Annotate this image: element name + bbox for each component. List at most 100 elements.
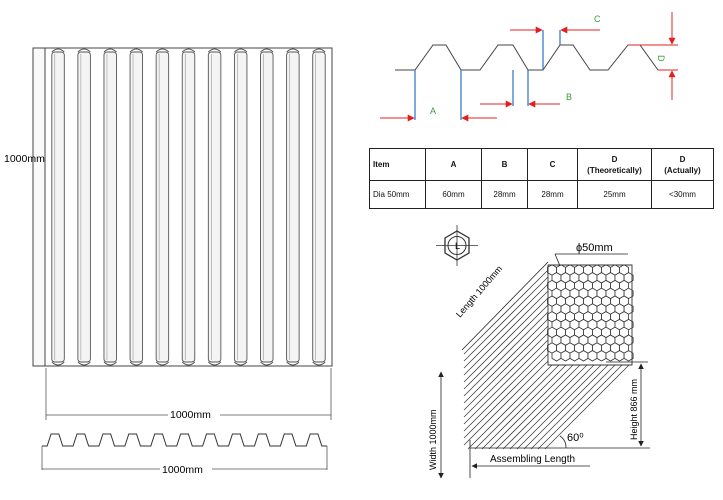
panel-rib (286, 51, 300, 363)
height-label: Height 866 mm (629, 379, 639, 440)
panel-rib-top (286, 48, 300, 53)
angle-arc (559, 435, 567, 449)
panel-rib-bottom (77, 361, 91, 366)
tube-line (530, 364, 616, 450)
spec-header-c: C (527, 148, 578, 181)
width-label: Width 1000mm (428, 409, 438, 470)
block-hex-grid (547, 264, 634, 362)
panel-rib (51, 51, 65, 363)
spec-header-a: A (425, 148, 482, 181)
tube-line (463, 353, 549, 439)
diameter-label: ϕ50mm (576, 242, 613, 254)
hex-cell (596, 350, 607, 362)
panel-rib-bottom (129, 361, 143, 366)
tube-line (463, 325, 549, 411)
spec-header-item: Item (369, 148, 426, 181)
profile-width-label: 1000mm (162, 464, 203, 476)
hex-cell (605, 350, 616, 362)
tube-line (463, 283, 549, 369)
spec-header-d-actual: D (Actually) (651, 148, 714, 181)
hex-cell (614, 350, 625, 362)
panel-rib-bottom (208, 361, 222, 366)
corrugated-panel-drawing: 1000mm 1000mm 1000mm (4, 47, 333, 476)
tube-line (463, 318, 549, 404)
tube-line (502, 364, 588, 450)
panel-rib-top (155, 48, 169, 53)
panel-rib-top (312, 48, 326, 53)
dim-d-label: D (656, 55, 666, 62)
panel-rib (103, 51, 117, 363)
hex-symbol-label: L (455, 241, 460, 251)
panel-width-label: 1000mm (170, 409, 211, 421)
panel-rib (181, 51, 196, 363)
dim-b-label: B (566, 92, 572, 102)
panel-rib-top (51, 48, 65, 53)
panel-rib-top (77, 48, 91, 53)
panel-rib (77, 51, 91, 363)
tube-line (463, 332, 549, 418)
panel-rib-top (208, 48, 222, 53)
panel-ribs (51, 48, 326, 366)
tube-line (544, 364, 630, 450)
tube-line (463, 297, 549, 383)
spec-table: Item A B C D (Theoretically) D (Actually… (369, 148, 714, 209)
panel-outline (44, 47, 333, 367)
tube-line (463, 311, 549, 397)
panel-rib (260, 51, 274, 363)
panel-rib-top (181, 48, 196, 53)
length-label: Length 1000mm (454, 264, 504, 320)
profile-dimension-detail: A B C D (380, 12, 678, 122)
spec-cell-a: 60mm (425, 180, 482, 209)
tube-line (537, 364, 623, 450)
spec-cell-d-theoretical: 25mm (577, 180, 652, 209)
hex-cell (587, 350, 598, 362)
spec-header-d-theoretical: D (Theoretically) (577, 148, 652, 181)
panel-rib (312, 51, 326, 363)
panel-rib-top (103, 48, 117, 53)
tube-line (467, 364, 553, 450)
tube-line (463, 304, 549, 390)
panel-rib (233, 51, 248, 363)
tube-line (481, 364, 567, 450)
diameter-leader-tick (554, 253, 561, 267)
angle-label: 60⁰ (567, 432, 584, 444)
assembling-length-label: Assembling Length (490, 454, 575, 465)
honeycomb-block-drawing: L ϕ50mm Length 1000mm Width 1000mm Heigh… (428, 225, 650, 479)
spec-cell-item: Dia 50mm (369, 180, 426, 209)
tube-line (523, 364, 609, 450)
panel-rib-bottom (51, 361, 65, 366)
panel-rib-bottom (181, 361, 196, 366)
hex-cell (551, 350, 562, 362)
hex-cell (560, 350, 571, 362)
panel-rib-top (234, 48, 248, 53)
panel-rib-bottom (286, 361, 300, 366)
panel-rib-bottom (260, 361, 274, 366)
tube-line (516, 364, 602, 450)
panel-height-label: 1000mm (4, 153, 45, 165)
table-row: Dia 50mm 60mm 28mm 28mm 25mm <30mm (369, 180, 714, 209)
panel-rib (207, 51, 222, 363)
tube-line (474, 364, 560, 450)
length-dim-line (461, 261, 549, 351)
spec-cell-c: 28mm (527, 180, 578, 209)
dim-a-label: A (430, 106, 436, 116)
panel-rib (129, 51, 144, 363)
tube-line (463, 269, 549, 355)
hex-cell (578, 350, 589, 362)
panel-profile-line (42, 433, 327, 447)
tube-line (463, 339, 549, 425)
spec-cell-b: 28mm (481, 180, 528, 209)
panel-rib-top (260, 48, 274, 53)
block-front-face-outline (547, 264, 633, 366)
panel-rib-bottom (155, 361, 169, 366)
tube-line (463, 276, 549, 362)
hex-cell (569, 350, 580, 362)
panel-rib (155, 51, 170, 363)
panel-rib-bottom (312, 361, 326, 366)
dim-c-label: C (594, 14, 601, 24)
block-tube-lines (463, 269, 630, 450)
hex-cell (623, 350, 634, 362)
spec-cell-d-actual: <30mm (651, 180, 714, 209)
panel-rib-bottom (103, 361, 117, 366)
tube-line (509, 364, 595, 450)
